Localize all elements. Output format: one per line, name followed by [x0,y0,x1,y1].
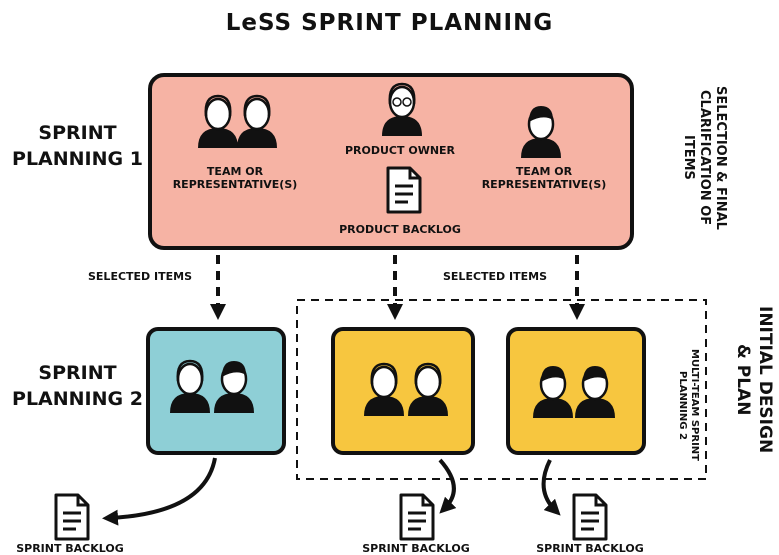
product-owner-label: PRODUCT OWNER [344,144,456,157]
sprint-backlog-icon-1 [54,493,90,541]
sprint-planning-2-label: SPRINT PLANNING 2 [10,360,145,412]
product-owner-icon [380,82,424,138]
single-team-box [146,327,286,455]
arrow-to-backlog-2 [438,458,457,514]
arrow-to-backlog-1 [102,457,217,526]
page-title: LeSS SPRINT PLANNING [225,10,554,36]
team-right-label: TEAM OR REPRESENTATIVE(S) [481,165,607,191]
sprint-planning-1-label-line1: SPRINT [38,122,117,144]
team-left-label: TEAM OR REPRESENTATIVE(S) [172,165,298,191]
arrow-to-backlog-3 [541,459,561,516]
multi-team-label: MULTI-TEAM SPRINT PLANNING 2 [677,349,700,461]
product-backlog-icon [386,166,422,214]
sp2-side-note: INITIAL DESIGN & PLAN [733,306,775,454]
sprint-planning-2-label-line2: PLANNING 2 [12,388,143,410]
sprint-backlog-label-2: SPRINT BACKLOG [362,542,470,555]
sprint-backlog-icon-2 [399,493,435,541]
sprint-planning-1-label: SPRINT PLANNING 1 [10,120,145,172]
sprint-backlog-icon-3 [572,493,608,541]
sp1-side-note: SELECTION & FINAL CLARIFICATION OF ITEMS [681,85,728,230]
multi-team-box-2 [506,327,646,455]
selected-items-right-label: SELECTED ITEMS [443,270,547,283]
sprint-planning-2-label-line1: SPRINT [38,362,117,384]
sprint-planning-1-label-line2: PLANNING 1 [12,148,143,170]
selected-items-left-label: SELECTED ITEMS [88,270,192,283]
product-backlog-label: PRODUCT BACKLOG [339,223,461,236]
multi-team-box-1 [331,327,475,455]
sprint-backlog-label-3: SPRINT BACKLOG [536,542,644,555]
sprint-planning-1-box [148,73,634,250]
sprint-backlog-label-1: SPRINT BACKLOG [16,542,124,555]
